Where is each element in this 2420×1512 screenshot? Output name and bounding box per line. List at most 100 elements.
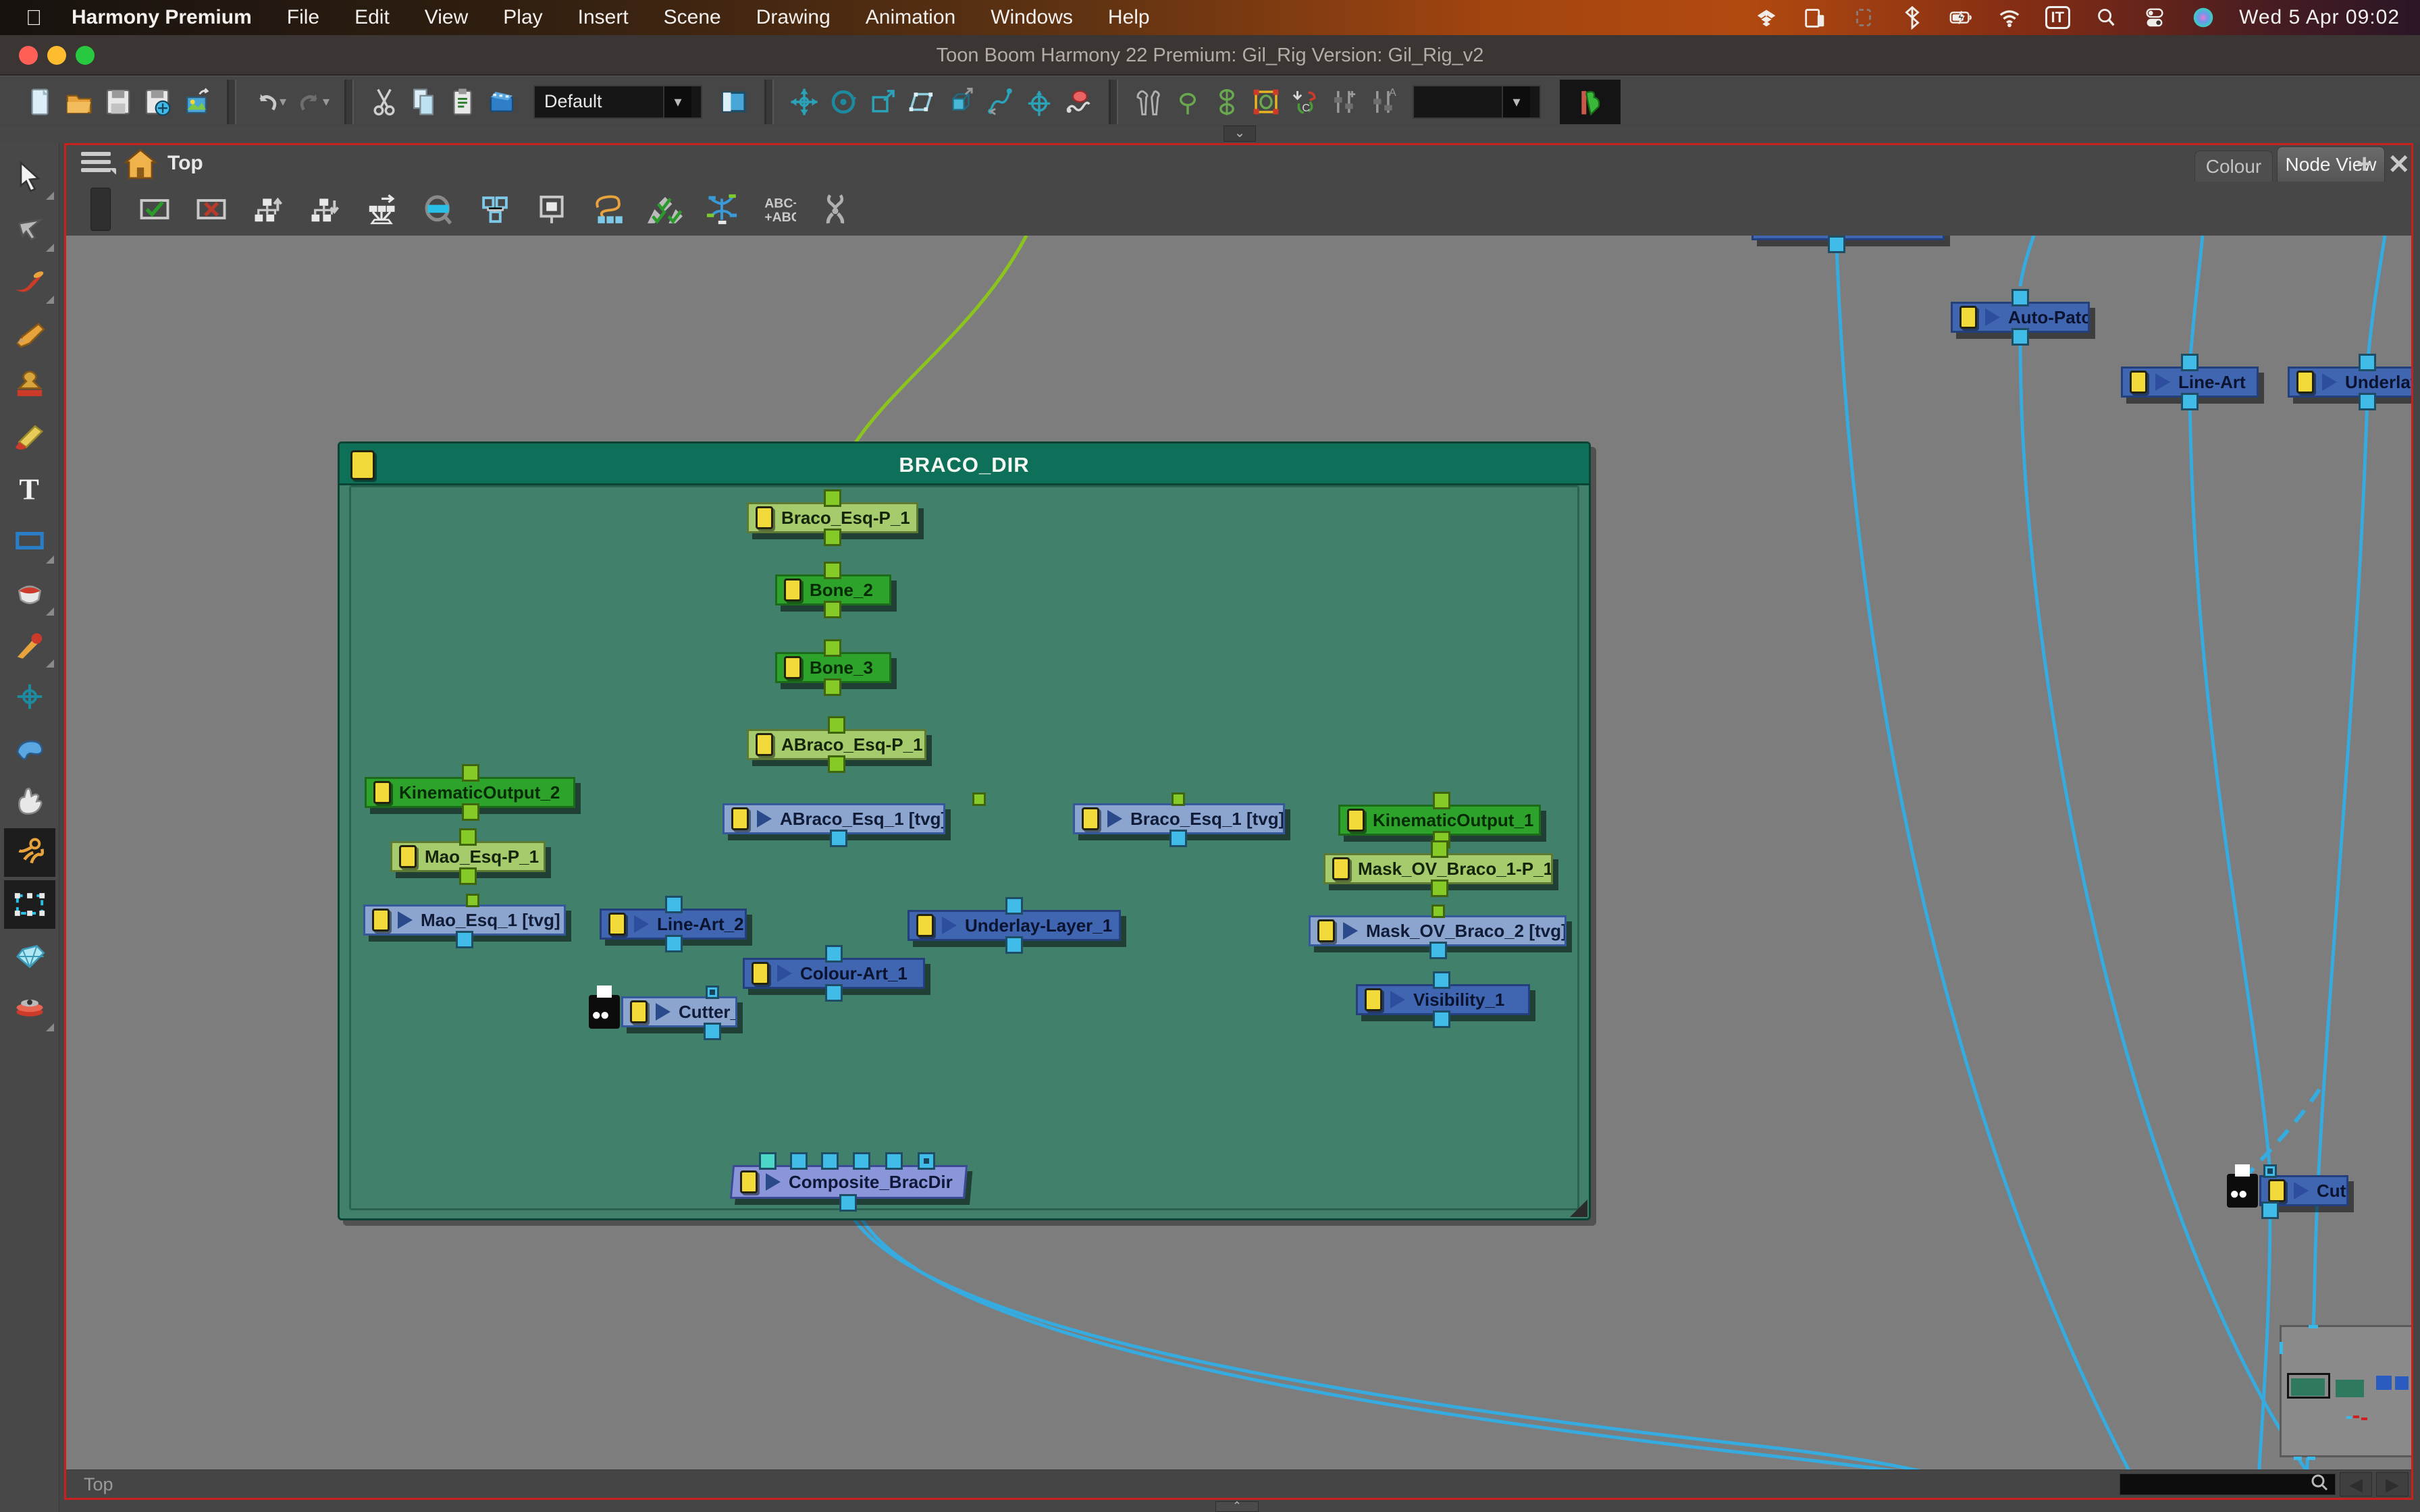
output-port[interactable]: [2359, 393, 2376, 410]
flag-icon[interactable]: [1571, 82, 1610, 122]
paint-tool[interactable]: [4, 568, 55, 617]
dropdown-arrow-icon[interactable]: ▾: [663, 86, 691, 117]
node-toggle-icon[interactable]: [756, 733, 773, 756]
menu-insert[interactable]: Insert: [578, 6, 629, 28]
node-thumbnail-arrow-icon[interactable]: [757, 810, 772, 828]
tool-preset-dropdown[interactable]: Default▾: [533, 85, 702, 119]
output-port[interactable]: [665, 935, 683, 952]
node-thumbnail-arrow-icon[interactable]: [777, 965, 792, 982]
wire-cutter-icon[interactable]: [816, 190, 855, 229]
menu-drawing[interactable]: Drawing: [756, 6, 831, 28]
turntable-tool[interactable]: [4, 984, 55, 1033]
frame-icon[interactable]: [1851, 5, 1876, 30]
node-toggle-icon[interactable]: [1317, 919, 1335, 942]
input-port[interactable]: [972, 792, 986, 806]
node-toggle-icon[interactable]: [1082, 807, 1099, 830]
home-icon[interactable]: [123, 146, 158, 185]
output-port[interactable]: [2011, 328, 2029, 346]
menu-scene[interactable]: Scene: [664, 6, 721, 28]
save-all-icon[interactable]: [138, 82, 177, 122]
panel-icon[interactable]: [714, 82, 754, 122]
node-toggle-icon[interactable]: [1365, 988, 1382, 1011]
movie-icon[interactable]: [482, 82, 521, 122]
node-toggle-icon[interactable]: [752, 962, 769, 985]
sidecar-icon[interactable]: [1802, 5, 1828, 30]
paste-icon[interactable]: [443, 82, 482, 122]
move-up-icon[interactable]: [248, 190, 288, 229]
pencil-tool[interactable]: [4, 308, 55, 357]
enable-node-icon[interactable]: [135, 190, 174, 229]
output-port[interactable]: [462, 803, 479, 821]
node-thumbnail-arrow-icon[interactable]: [656, 1003, 670, 1021]
menu-view[interactable]: View: [425, 6, 468, 28]
new-scene-icon[interactable]: [20, 82, 59, 122]
input-port[interactable]: [918, 1152, 935, 1170]
contour-tool[interactable]: [4, 724, 55, 773]
input-port[interactable]: [828, 716, 845, 734]
empty-preset-dropdown[interactable]: ▾: [1413, 85, 1541, 119]
output-port[interactable]: [824, 529, 841, 546]
rectangle-tool[interactable]: [4, 516, 55, 565]
input-port[interactable]: [466, 894, 479, 907]
node-toggle-icon[interactable]: [740, 1170, 758, 1193]
view-menu-icon[interactable]: [81, 152, 111, 176]
node-toggle-icon[interactable]: [2296, 371, 2314, 394]
input-source-it[interactable]: IT: [2045, 6, 2071, 29]
panel-drag-handle[interactable]: [90, 188, 111, 231]
input-port[interactable]: [824, 489, 841, 507]
centerline-tool[interactable]: [4, 672, 55, 721]
output-port[interactable]: [824, 601, 841, 618]
input-port[interactable]: [1431, 905, 1445, 918]
node-thumbnail-arrow-icon[interactable]: [634, 915, 649, 933]
siri-icon[interactable]: [2190, 5, 2216, 30]
node-toggle-icon[interactable]: [784, 656, 801, 679]
tools-icon[interactable]: [1129, 82, 1168, 122]
tab-colour[interactable]: Colour: [2194, 151, 2273, 182]
battery-icon[interactable]: [1948, 5, 1974, 30]
text-tool[interactable]: T: [4, 464, 55, 513]
rotate-icon[interactable]: [824, 82, 863, 122]
spline-icon[interactable]: [980, 82, 1020, 122]
add-keyframe-icon[interactable]: [1325, 82, 1364, 122]
cutter-mask-port[interactable]: ●●: [2227, 1174, 2258, 1208]
pivot-icon[interactable]: [1020, 82, 1059, 122]
node-toggle-icon[interactable]: [2268, 1179, 2286, 1202]
disable-node-icon[interactable]: [192, 190, 231, 229]
dropbox-icon[interactable]: [1754, 5, 1779, 30]
hand-tool[interactable]: [4, 776, 55, 825]
select-tool[interactable]: [4, 153, 55, 201]
input-port[interactable]: [462, 764, 479, 782]
validate-nodes-icon[interactable]: [646, 190, 685, 229]
minimap-view-rect[interactable]: [2287, 1373, 2330, 1399]
node-toggle-icon[interactable]: [756, 506, 773, 529]
maintain-size-icon[interactable]: [941, 82, 980, 122]
nav-back-button[interactable]: ◀: [2340, 1472, 2372, 1496]
input-port[interactable]: [1431, 840, 1448, 858]
node-thumbnail-arrow-icon[interactable]: [1107, 810, 1122, 828]
input-port[interactable]: [1005, 897, 1023, 915]
node-toggle-icon[interactable]: [2130, 371, 2147, 394]
cutter-mask-port[interactable]: ●●: [589, 995, 620, 1029]
node-graph-canvas[interactable]: BRACO_DIR Braco_Esq-P_1Bone_2Bone_3ABrac…: [66, 236, 2411, 1471]
group-header[interactable]: BRACO_DIR: [340, 443, 1589, 485]
node-toggle-icon[interactable]: [372, 909, 390, 932]
spotlight-icon[interactable]: [2093, 5, 2119, 30]
cut-links-icon[interactable]: C: [1286, 82, 1325, 122]
output-port[interactable]: [704, 1023, 721, 1040]
output-port[interactable]: [828, 755, 845, 773]
nav-forward-button[interactable]: ▶: [2376, 1472, 2409, 1496]
dropdown-arrow-icon[interactable]: ▾: [1502, 86, 1530, 117]
input-port[interactable]: [706, 986, 719, 999]
node-thumbnail-arrow-icon[interactable]: [942, 917, 957, 934]
output-port[interactable]: [1169, 830, 1187, 847]
menu-windows[interactable]: Windows: [991, 6, 1073, 28]
node-clipped[interactable]: [1752, 236, 1945, 240]
breadcrumb[interactable]: Top: [167, 152, 203, 175]
control-center-icon[interactable]: [2142, 5, 2167, 30]
node-thumbnail-arrow-icon[interactable]: [2322, 373, 2337, 391]
onion-skin-icon[interactable]: [1059, 82, 1098, 122]
create-group-icon[interactable]: [475, 190, 515, 229]
ellipse-multi-icon[interactable]: [1207, 82, 1246, 122]
transform-tool[interactable]: [4, 205, 55, 253]
rename-icon[interactable]: ABC++ABC: [759, 190, 798, 229]
